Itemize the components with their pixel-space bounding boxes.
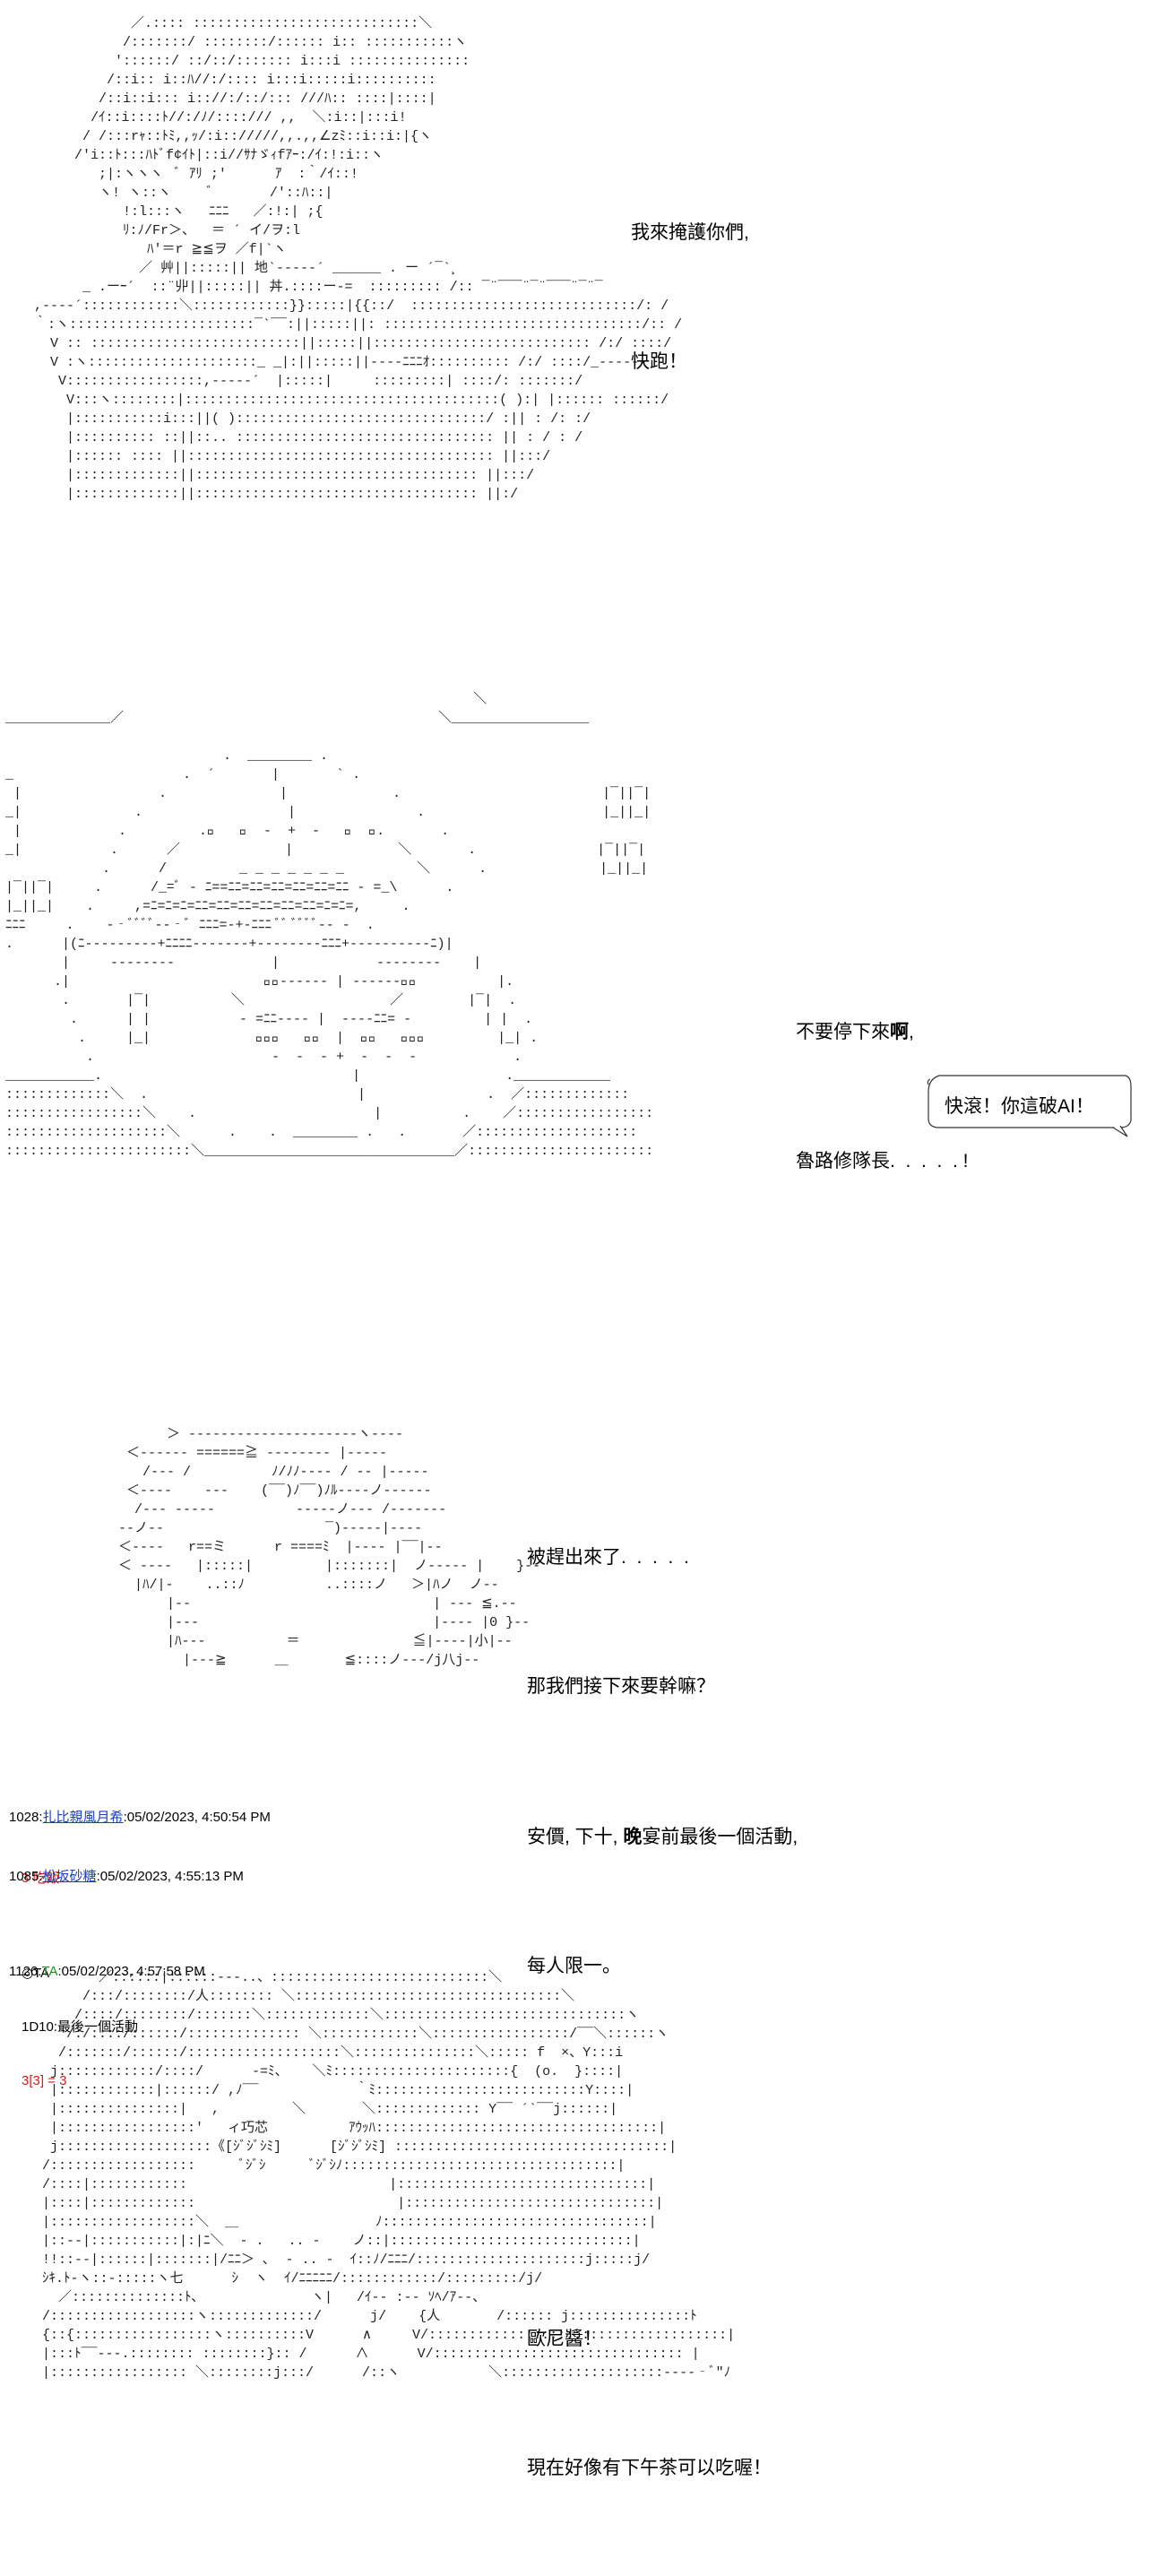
dialogue-2: 不要停下來啊, 魯路修隊長. . . . . ! (796, 925, 969, 1269)
post-number: 1126 (9, 1964, 39, 1979)
dialogue-line: 魯路修隊長. . . . . ! (796, 1151, 969, 1171)
ascii-art-girl-with-eyepatch: ／::::::|::::::‐‐‐..、::::::::::::::::::::… (42, 1970, 736, 2381)
poster-name-link[interactable]: 松坂砂糖 (42, 1869, 97, 1884)
post-body-line: 1D10:最後一個活動 (22, 2019, 139, 2035)
dice-roll-result: 3[3] = 3 (22, 2073, 67, 2088)
dialogue-line: 我來掩護你們, (631, 222, 749, 243)
dialogue-line: 那我們接下來要幹嘛？ (527, 1676, 715, 1697)
post-1085: 1085:松坂砂糖:05/02/2023, 4:55:13 PM ◎TA 1D1… (9, 1832, 244, 2144)
ascii-art-scope-crosshair: ＼ _____________／ ＼_________________ . __… (5, 692, 654, 1159)
post-header: 1085:松坂砂糖:05/02/2023, 4:55:13 PM (9, 1869, 244, 1884)
dialogue-line: 每人限一。 (527, 1956, 621, 1976)
dialogue-1: 我來掩護你們, 快跑！ (631, 125, 749, 470)
dialogue-line: 快跑！ (631, 351, 687, 372)
dialogue-line: 歐尼醬！ (527, 2329, 602, 2349)
speech-bubble-text: 快滾！你這破AI！ (945, 1096, 1094, 1117)
dialogue-3: 被趕出來了. . . . . 那我們接下來要幹嘛？ 安價, 下十, 晚宴前最後一… (527, 1450, 798, 2074)
post-body: ◎TA 1D10:最後一個活動 3[3] = 3 (9, 1929, 244, 2126)
ascii-art-character-face: ＞ ‐‐‐‐‐‐‐‐‐‐‐‐‐‐‐‐‐‐‐‐‐ヽ‐‐‐‐ ＜‐‐‐‐‐‐ ===… (118, 1427, 541, 1668)
dialogue-line: 安價, 下十, 晚宴前最後一個活動, (527, 1827, 798, 1847)
speech-bubble-outline-icon (927, 1075, 1132, 1137)
post-number: 1028 (9, 1810, 39, 1825)
dialogue-line: 不要停下來啊, (796, 1022, 914, 1042)
post-time: :05/02/2023, 4:50:54 PM (123, 1810, 271, 1825)
post-header: 1126:TA:05/02/2023, 4:57:58 PM (9, 1964, 205, 1979)
post-time: :05/02/2023, 4:57:58 PM (57, 1964, 205, 1979)
dialogue-line: 現在好像有下午茶可以吃喔！ (527, 2458, 772, 2478)
dialogue-line: 被趕出來了. . . . . (527, 1547, 689, 1568)
poster-name-link[interactable]: 扎比親風月希 (42, 1810, 124, 1825)
post-1028: 1028:扎比親風月希:05/02/2023, 4:50:54 PM 3 吃飯 (9, 1773, 271, 1906)
dialogue-4: 歐尼醬！ 現在好像有下午茶可以吃喔！ (527, 2232, 772, 2576)
panel-2: ＼ _____________／ ＼_________________ . __… (0, 681, 1165, 1398)
speech-bubble: 快滾！你這破AI！ (925, 1072, 1135, 1138)
post-1126: 1126:TA:05/02/2023, 4:57:58 PM (9, 1927, 205, 1999)
post-number: 1085 (9, 1869, 39, 1884)
post-body-line: ◎TA (22, 1966, 50, 1981)
post-body: 3 吃飯 (22, 1871, 60, 1886)
panel-3: ＞ ‐‐‐‐‐‐‐‐‐‐‐‐‐‐‐‐‐‐‐‐‐ヽ‐‐‐‐ ＜‐‐‐‐‐‐ ===… (0, 1425, 1165, 1976)
panel-4: ／::::::|::::::‐‐‐..、::::::::::::::::::::… (0, 1963, 1165, 2528)
ascii-art-soldier-at-counter: ／.:::: ::::::::::::::::::::::::::::＼ /::… (34, 16, 683, 502)
panel-1: ／.:::: ::::::::::::::::::::::::::::＼ /::… (0, 0, 1165, 717)
post-header: 1028:扎比親風月希:05/02/2023, 4:50:54 PM (9, 1810, 271, 1825)
post-time: :05/02/2023, 4:55:13 PM (96, 1869, 244, 1884)
poster-name: TA (41, 1964, 58, 1979)
